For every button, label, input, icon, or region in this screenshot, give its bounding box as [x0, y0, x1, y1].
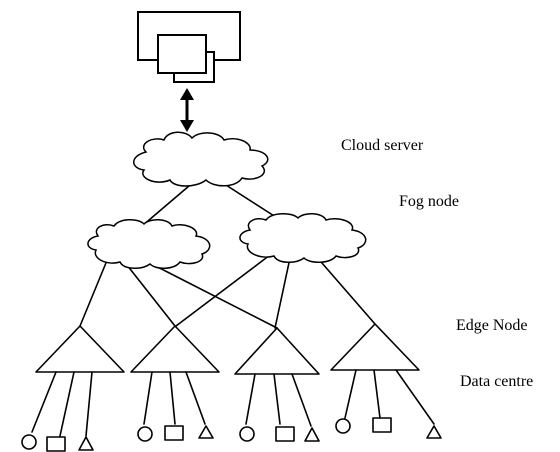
edge-node-4-triangle-icon	[330, 323, 420, 371]
edge-node-1-triangle-icon	[35, 325, 125, 373]
fog-node-right-cloud	[239, 213, 367, 263]
cloud-server-label: Cloud server	[341, 137, 424, 154]
device-group-2	[137, 371, 214, 442]
device-group-4	[335, 369, 442, 439]
fog-node-label: Fog node	[399, 193, 459, 210]
square-icon	[46, 436, 66, 452]
triangle-icon	[198, 425, 214, 439]
square-icon	[372, 417, 392, 433]
edge-node-2-triangle-icon	[130, 325, 220, 373]
edge-nodes	[35, 323, 420, 375]
triangle-icon	[304, 427, 320, 442]
square-icon	[275, 426, 295, 442]
edge-node-label: Edge Node	[456, 317, 528, 334]
cloud-server-cloud	[133, 131, 269, 187]
fog-node-left-cloud	[87, 219, 211, 269]
server-stack-icon	[137, 11, 241, 83]
triangle-icon	[426, 425, 442, 439]
data-centre-label: Data centre	[460, 373, 533, 390]
circle-icon	[335, 418, 351, 434]
fog-to-edge-links	[79, 254, 376, 329]
bidirectional-arrow-icon	[180, 88, 194, 132]
square-icon	[164, 425, 184, 441]
circle-icon	[21, 434, 37, 450]
circle-icon	[239, 426, 255, 442]
circle-icon	[137, 426, 153, 442]
edge-node-3-triangle-icon	[234, 327, 320, 375]
device-group-3	[239, 373, 320, 442]
device-group-1	[21, 371, 94, 452]
triangle-icon	[78, 436, 94, 451]
